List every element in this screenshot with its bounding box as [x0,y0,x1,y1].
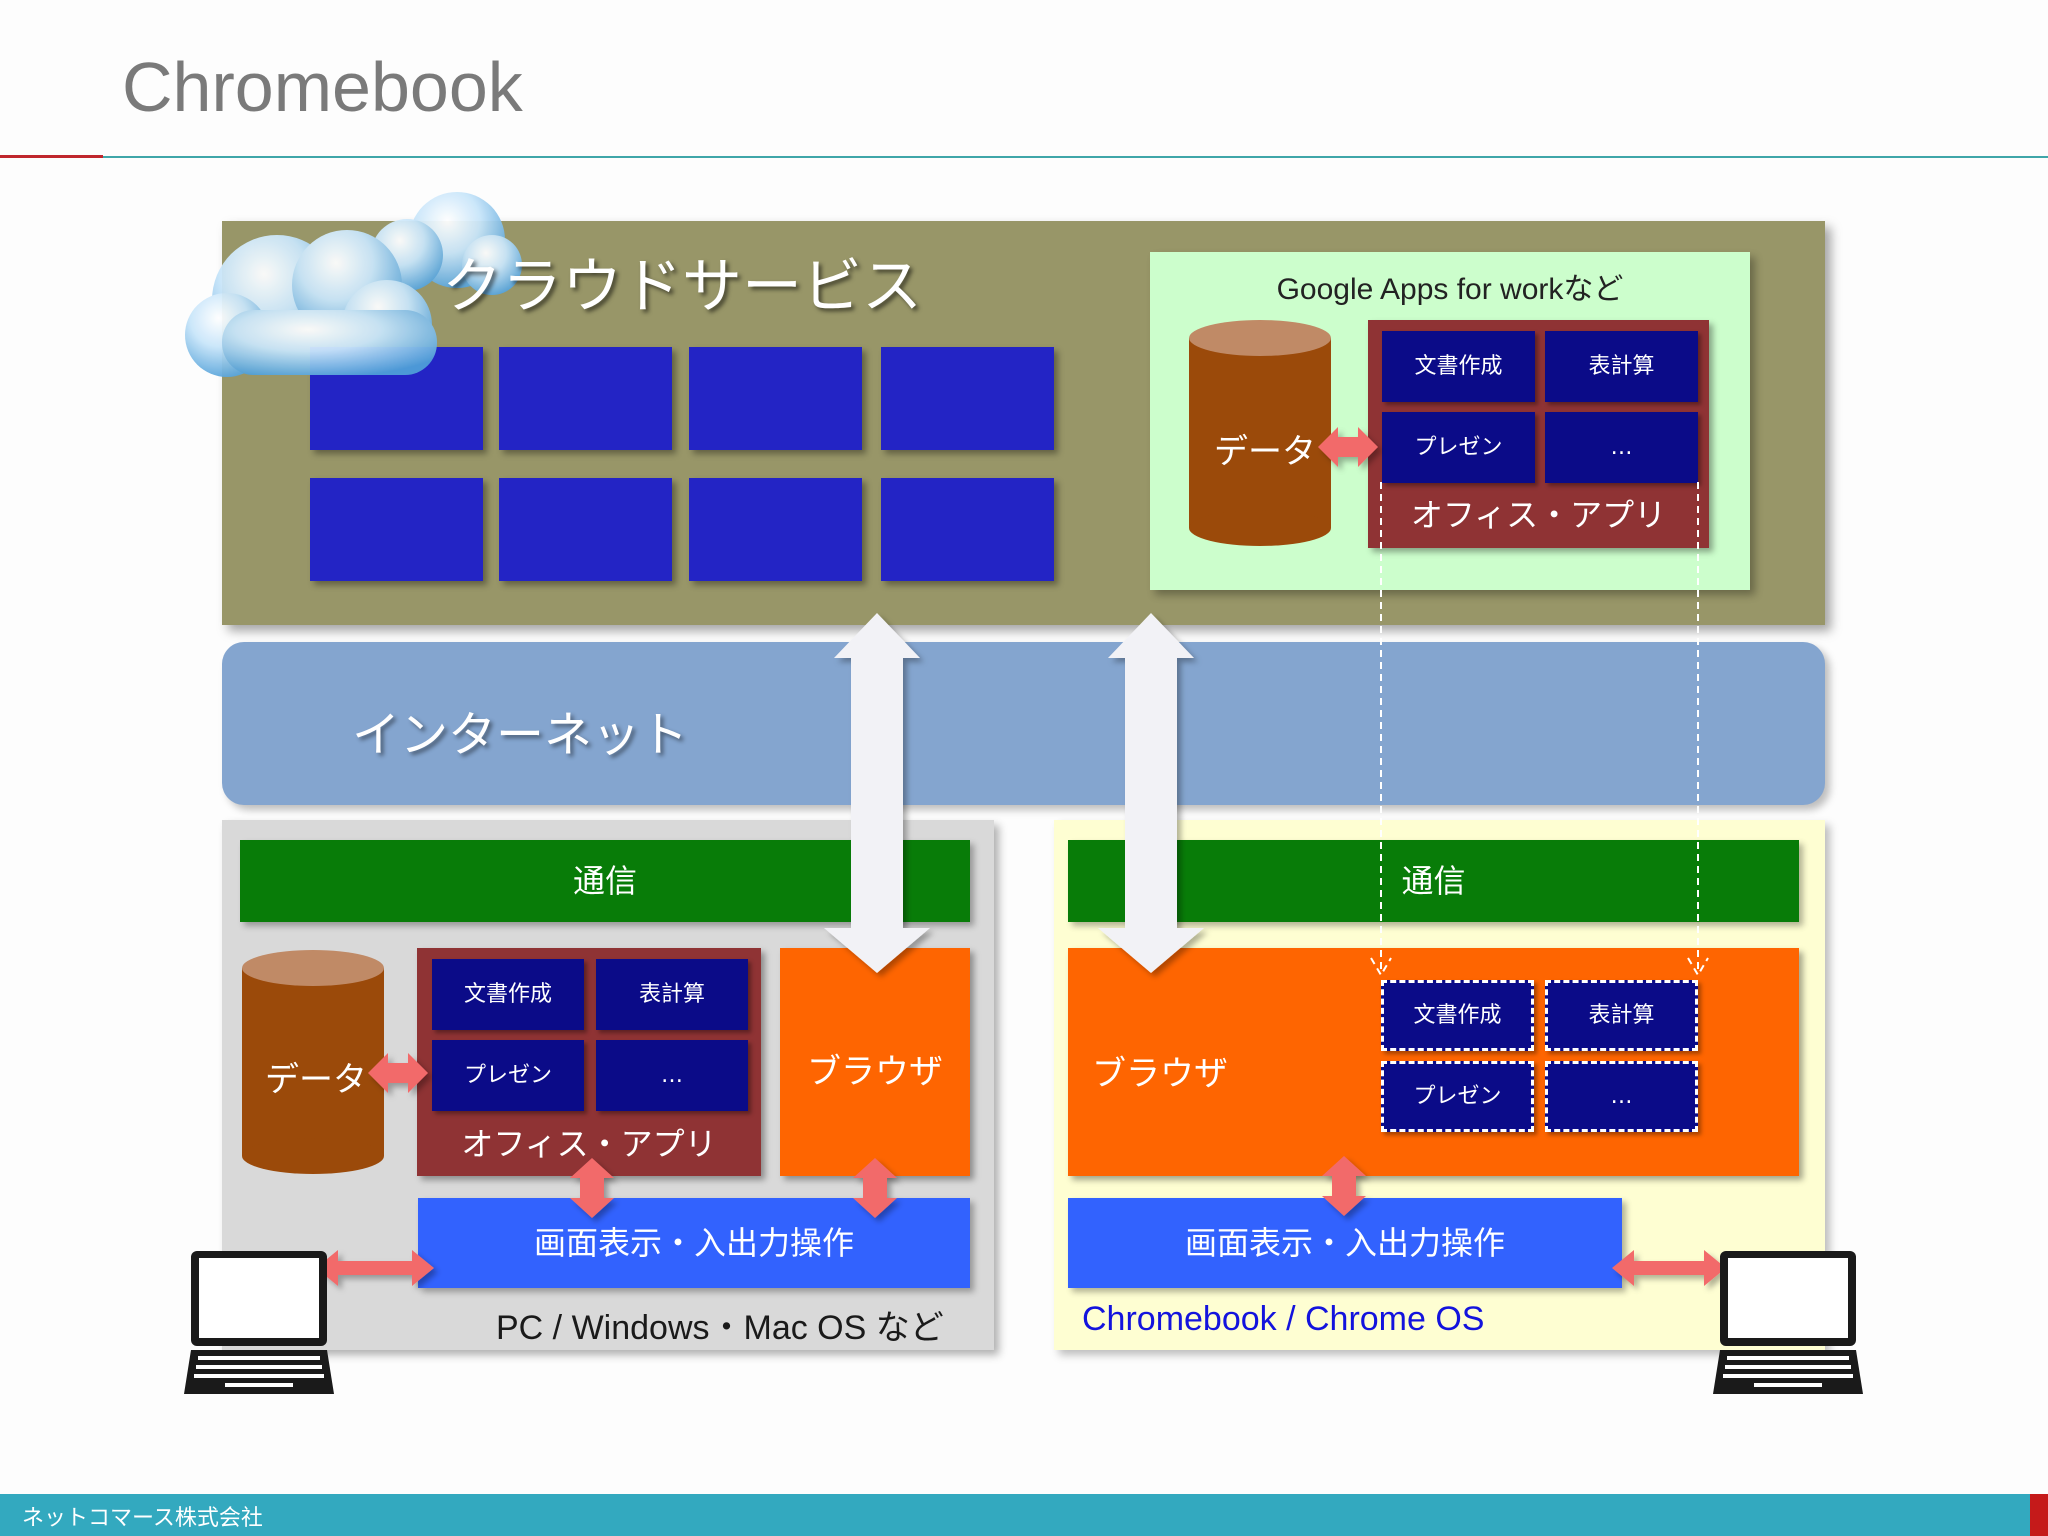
pc-database-icon [242,950,384,1174]
pc-browser-label: ブラウザ [807,1052,943,1092]
double-arrow-icon [1318,427,1378,467]
cloud-service-tile [881,478,1054,581]
chromebook-app-document: 文書作成 [1381,980,1534,1051]
cloud-app-presentation: プレゼン [1382,412,1535,483]
page-title: Chromebook [122,48,523,126]
double-arrow-icon [1098,613,1204,973]
cloud-service-tile [881,347,1054,450]
cloud-app-more: … [1545,412,1698,483]
pc-app-more: … [596,1040,748,1111]
cloud-service-tile [499,347,672,450]
company-name: ネットコマース株式会社 [22,1506,263,1531]
cloud-service-tile [689,347,862,450]
title-rule-accent [0,155,103,158]
cloud-app-spreadsheet: 表計算 [1545,331,1698,402]
cloud-database-icon [1189,320,1331,546]
pc-communication-bar: 通信 [240,840,970,922]
app-delivery-guide [1370,482,1709,977]
pc-office-app-label: オフィス・アプリ [461,1125,717,1163]
cloud-service-tile [310,478,483,581]
chromebook-browser-label: ブラウザ [1092,1054,1228,1094]
cloud-data-label: データ [1214,432,1316,472]
double-arrow-icon [570,1158,614,1218]
chromebook-display-io-bar: 画面表示・入出力操作 [1068,1198,1622,1288]
chromebook-app-presentation: プレゼン [1381,1061,1534,1132]
double-arrow-icon [368,1053,428,1093]
google-apps-label: Google Apps for workなど [1276,273,1624,306]
chromebook-os-label: Chromebook / Chrome OS [1082,1300,1485,1338]
internet-label: インターネット [352,707,689,763]
title-rule [103,156,2048,158]
footer-accent [2030,1494,2048,1536]
chromebook-communication-bar: 通信 [1068,840,1799,922]
cloud-services-label: クラウドサービス [442,252,922,322]
double-arrow-icon [824,613,930,973]
pc-app-presentation: プレゼン [432,1040,584,1111]
double-arrow-icon [1322,1156,1366,1216]
chromebook-app-more: … [1545,1061,1698,1132]
double-arrow-icon [853,1158,897,1218]
cloud-service-tile [499,478,672,581]
laptop-icon [1713,1251,1863,1394]
internet-band [222,642,1825,805]
pc-app-document: 文書作成 [432,959,584,1030]
cloud-office-app-label: オフィス・アプリ [1410,496,1667,534]
pc-app-spreadsheet: 表計算 [596,959,748,1030]
chromebook-app-spreadsheet: 表計算 [1545,980,1698,1051]
pc-browser-box [780,948,970,1176]
double-arrow-icon [1612,1250,1726,1286]
pc-os-label: PC / Windows・Mac OS など [496,1309,944,1347]
double-arrow-icon [316,1250,434,1286]
cloud-icon [185,192,522,377]
pc-data-label: データ [265,1060,367,1100]
cloud-service-tile [689,478,862,581]
footer-bar [0,1494,2030,1536]
laptop-icon [184,1251,334,1394]
cloud-app-document: 文書作成 [1382,331,1535,402]
